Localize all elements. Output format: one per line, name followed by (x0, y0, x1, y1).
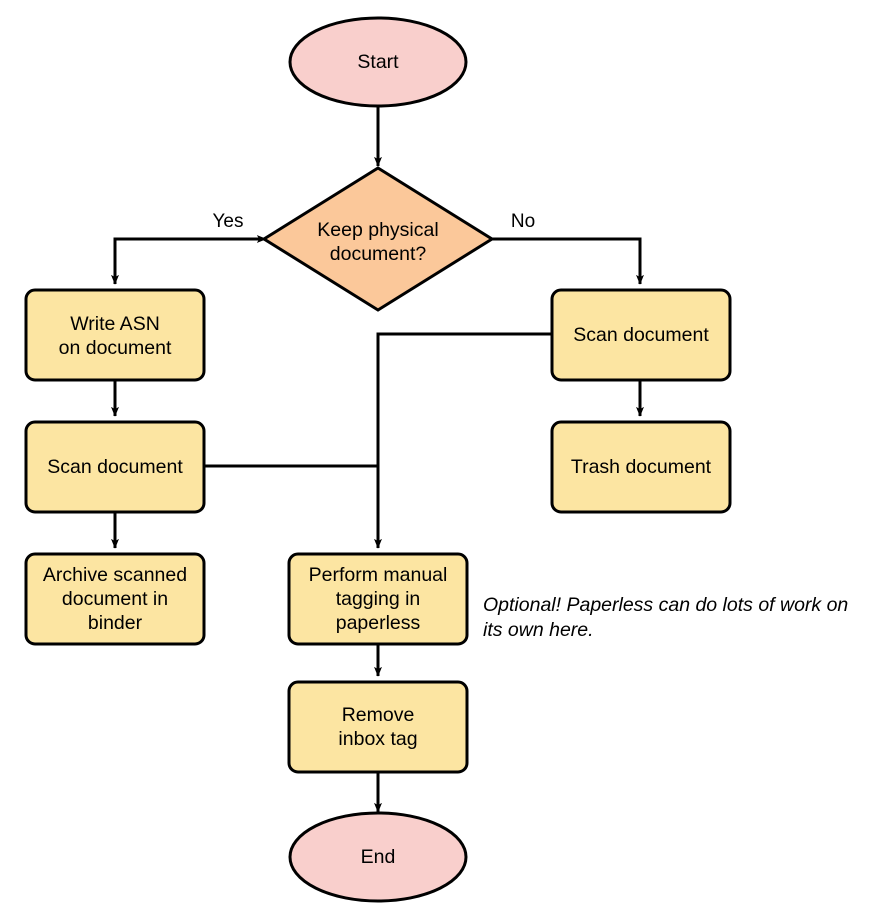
archive-label-line3: binder (88, 612, 143, 634)
start-ellipse (288, 16, 468, 108)
write-asn-box (24, 288, 206, 382)
node-start[interactable]: Start (288, 16, 468, 108)
annotation-optional-note: Optional! Paperless can do lots of work … (483, 594, 848, 641)
node-write-asn-on-document[interactable]: Write ASN on document (24, 288, 206, 382)
edge-decision-no-to-scan-right (492, 237, 644, 285)
node-end[interactable]: End (288, 811, 468, 903)
scan-left-box (24, 420, 206, 514)
decision-diamond (261, 166, 495, 312)
decision-label-line1: Keep physical (317, 219, 438, 241)
node-scan-document-left[interactable]: Scan document (24, 420, 206, 514)
start-label: Start (357, 51, 399, 73)
decision-label-line2: document? (330, 243, 427, 265)
node-remove-inbox-tag[interactable]: Remove inbox tag (287, 680, 469, 774)
remove-inbox-label-line2: inbox tag (338, 728, 417, 750)
tagging-label-line1: Perform manual (309, 564, 448, 586)
optional-note-line2: its own here. (483, 619, 594, 641)
trash-box (550, 420, 732, 514)
archive-box (24, 552, 206, 646)
connectors-layer (111, 104, 644, 813)
node-perform-manual-tagging[interactable]: Perform manual tagging in paperless (287, 552, 469, 646)
end-ellipse (288, 811, 468, 903)
optional-note-line1: Optional! Paperless can do lots of work … (483, 594, 848, 616)
end-label: End (361, 846, 396, 868)
remove-inbox-label-line1: Remove (342, 704, 415, 726)
scan-right-box (550, 288, 732, 382)
tagging-label-line2: tagging in (336, 588, 421, 610)
write-asn-label-line2: on document (59, 337, 172, 359)
edge-decision-yes-to-write-asn (111, 237, 264, 285)
write-asn-label-line1: Write ASN (70, 313, 160, 335)
remove-inbox-box (287, 680, 469, 774)
scan-left-label: Scan document (47, 456, 183, 478)
node-trash-document[interactable]: Trash document (550, 420, 732, 514)
node-archive-scanned-document[interactable]: Archive scanned document in binder (24, 552, 206, 646)
edge-label-no: No (511, 211, 535, 232)
node-scan-document-right[interactable]: Scan document (550, 288, 732, 382)
trash-label: Trash document (571, 456, 712, 478)
edge-scan-right-to-tagging (374, 332, 552, 549)
node-decision-keep-physical-document[interactable]: Keep physical document? (261, 166, 495, 312)
archive-label-line2: document in (62, 588, 168, 610)
scan-right-label: Scan document (573, 324, 709, 346)
tagging-label-line3: paperless (336, 612, 421, 634)
tagging-box (287, 552, 469, 646)
archive-label-line1: Archive scanned (43, 564, 187, 586)
edge-label-yes: Yes (213, 211, 244, 232)
